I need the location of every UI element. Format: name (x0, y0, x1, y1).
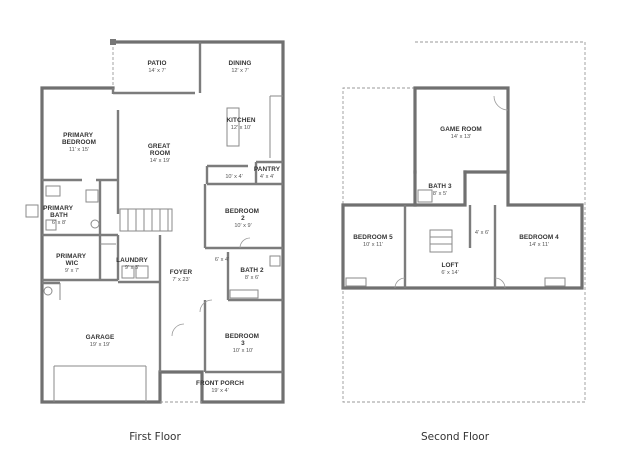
laundry-label: LAUNDRY (116, 257, 148, 264)
second-floor-plan (341, 41, 586, 403)
front-porch-label: FRONT PORCH (196, 380, 244, 387)
bedroom-3-dimensions: 10' x 10' (233, 348, 254, 354)
second-floor-room-labels: GAME ROOM 14' x 13' BATH 3 8' x 5' BEDRO… (353, 126, 559, 276)
bedroom-3-label-line: BEDROOM (225, 333, 259, 340)
dining-dimensions: 12' x 7' (231, 68, 248, 74)
great-room-dimensions: 14' x 19' (150, 158, 171, 164)
bedroom-4-label: BEDROOM 4 (519, 234, 559, 241)
primary-bedroom-dimensions: 11' x 15' (69, 147, 89, 153)
bedroom-2-label-line: 2 (241, 215, 245, 222)
patio-dimensions: 14' x 7' (148, 68, 165, 74)
laundry-dimensions: 9' x 5' (125, 265, 139, 271)
game-room-dimensions: 14' x 13' (451, 134, 472, 140)
first-floor-outline-below (342, 41, 586, 403)
bedroom-3-label: BEDROOM 3 (225, 333, 261, 347)
bedroom-2-dimensions: 10' x 9' (234, 223, 251, 229)
pantry-label: PANTRY (254, 166, 281, 173)
closet-dimensions: 4' x 6' (475, 230, 489, 236)
first-floor-stairs (119, 208, 173, 232)
great-room-label-line: ROOM (150, 150, 170, 157)
primary-bedroom-label-line: PRIMARY (63, 132, 94, 139)
bedroom-3-label-line: 3 (241, 340, 245, 347)
kitchen-dimensions: 12' x 10' (231, 125, 252, 131)
primary-wic-label-line: PRIMARY (56, 253, 87, 260)
closet-dimensions: 10' x 4' (225, 174, 242, 180)
kitchen-label: KITCHEN (226, 117, 255, 124)
primary-bedroom-label: PRIMARY BEDROOM (62, 132, 96, 146)
linen-closet-dimensions: 6' x 4' (215, 257, 229, 263)
primary-bath-label: PRIMARY BATH (43, 205, 75, 219)
primary-bedroom-label-line: BEDROOM (62, 139, 96, 146)
bath-2-dimensions: 8' x 6' (245, 275, 259, 281)
garage-label: GARAGE (86, 334, 115, 341)
kitchen-island (226, 107, 240, 147)
game-room-label: GAME ROOM (440, 126, 482, 133)
second-floor-exterior-walls (341, 170, 584, 290)
second-floor-caption: Second Floor (421, 431, 490, 443)
bedroom-4-dimensions: 14' x 11' (529, 242, 549, 248)
foyer-dimensions: 7' x 23' (172, 277, 189, 283)
loft-label: LOFT (441, 262, 458, 269)
first-floor-plan (25, 39, 285, 404)
primary-wic-label: PRIMARY WIC (56, 253, 88, 267)
dining-label: DINING (229, 60, 252, 67)
patio-post (110, 39, 116, 45)
primary-bath-label-line: BATH (50, 212, 68, 219)
patio-label: PATIO (147, 60, 166, 67)
primary-bath-dimensions: 6' x 8' (52, 220, 66, 226)
great-room-label: GREAT ROOM (148, 143, 172, 157)
loft-dimensions: 6' x 14' (441, 270, 458, 276)
primary-wic-dimensions: 9' x 7' (65, 268, 79, 274)
garage-dimensions: 19' x 19' (90, 342, 111, 348)
bath-2-label: BATH 2 (240, 267, 264, 274)
bedroom-2-label-line: BEDROOM (225, 208, 259, 215)
first-floor-exterior-walls (40, 40, 285, 404)
foyer-label: FOYER (170, 269, 193, 276)
bath-3-dimensions: 8' x 5' (433, 191, 447, 197)
primary-wic-label-line: WIC (66, 260, 79, 267)
first-floor-room-labels: PATIO 14' x 7' DINING 12' x 7' PRIMARY B… (43, 60, 281, 394)
primary-bath-label-line: PRIMARY (43, 205, 74, 212)
front-porch-dimensions: 19' x 4' (211, 388, 228, 394)
bedroom-5-label: BEDROOM 5 (353, 234, 393, 241)
great-room-label-line: GREAT (148, 143, 170, 150)
second-floor-stairs (429, 229, 453, 253)
bedroom-5-dimensions: 10' x 11' (363, 242, 383, 248)
bedroom-2-label: BEDROOM 2 (225, 208, 261, 222)
bath-3-label: BATH 3 (428, 183, 452, 190)
pantry-dimensions: 4' x 4' (260, 174, 274, 180)
first-floor-caption: First Floor (129, 431, 181, 443)
